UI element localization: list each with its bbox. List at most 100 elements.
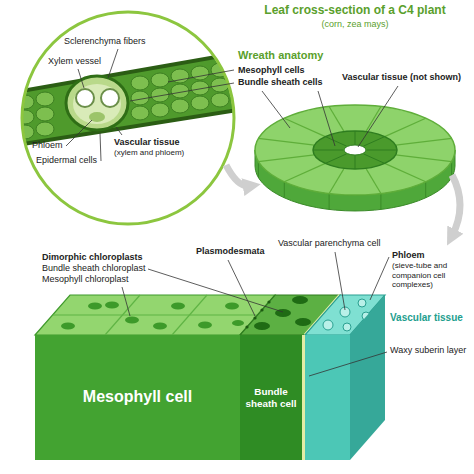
section-heading: Wreath anatomy bbox=[238, 49, 323, 62]
part-label: Sclerenchyma fibers bbox=[64, 36, 146, 47]
mesophyll-cells bbox=[36, 122, 54, 136]
leader-line bbox=[309, 352, 387, 376]
phloem-tube bbox=[358, 299, 366, 307]
photo-outline bbox=[22, 12, 234, 224]
plasmodesmata-pore bbox=[260, 308, 263, 311]
disk-cell-walls bbox=[385, 163, 426, 181]
leader-line bbox=[318, 91, 335, 146]
leader-line bbox=[66, 120, 92, 146]
vascular-bundle bbox=[73, 84, 121, 124]
mesophyll-chloroplast bbox=[61, 302, 244, 330]
mesophyll-chloroplast bbox=[153, 323, 167, 330]
part-note: (xylem and phloem) bbox=[114, 148, 184, 158]
part-heading: Dimorphic chloroplasts bbox=[42, 252, 143, 263]
part-label: Mesophyll cells bbox=[238, 65, 305, 76]
part-label: Plasmodesmata bbox=[196, 246, 265, 257]
mesophyll-cells bbox=[211, 93, 229, 107]
sheath-cell-walls bbox=[364, 137, 385, 147]
disk-cell-walls bbox=[396, 138, 452, 145]
sheath-cell-walls bbox=[325, 137, 346, 147]
flow-arrow bbox=[226, 165, 250, 186]
disk-side-lines bbox=[380, 194, 381, 210]
bundle-sheath-chloroplast bbox=[254, 296, 311, 330]
mesophyll-chloroplast bbox=[125, 317, 139, 324]
cell-label: Mesophyll cell bbox=[79, 388, 196, 406]
part-label: Xylem vessel bbox=[48, 56, 101, 67]
mesophyll-cells bbox=[191, 66, 209, 80]
mesophyll-cell-walls bbox=[53, 295, 258, 335]
mesophyll-chloroplast bbox=[88, 303, 102, 310]
leader-line bbox=[66, 49, 398, 376]
mesophyll-cells bbox=[36, 107, 54, 121]
leader-line bbox=[116, 127, 122, 135]
leader-line bbox=[168, 70, 234, 82]
bundle-sheath-chloroplast bbox=[254, 322, 270, 330]
flow-arrow bbox=[452, 175, 460, 236]
phloem-tube bbox=[343, 323, 351, 331]
mesophyll-cells bbox=[151, 103, 169, 117]
sheath-cell-walls bbox=[313, 131, 397, 169]
vascular-side bbox=[350, 295, 385, 460]
leader-line bbox=[108, 49, 118, 78]
part-label: Epidermal cells bbox=[36, 155, 97, 166]
leaf-photo bbox=[10, 12, 250, 224]
vascular-bundle bbox=[76, 89, 94, 107]
wreath-disk bbox=[313, 131, 397, 169]
part-label: Waxy suberin layer bbox=[390, 345, 470, 356]
mesophyll-cells bbox=[171, 99, 189, 113]
vascular-front bbox=[305, 335, 350, 460]
disk-side-lines bbox=[425, 182, 426, 198]
mesophyll-cells bbox=[131, 76, 149, 90]
leader-line bbox=[100, 133, 101, 161]
disk-side-lines bbox=[329, 194, 330, 210]
sheath-cell-walls bbox=[355, 131, 356, 145]
sheath-cell-walls bbox=[325, 154, 346, 164]
leader-line bbox=[370, 257, 389, 300]
disk-cell-walls bbox=[284, 163, 325, 181]
mesophyll-chloroplast bbox=[198, 322, 212, 329]
plasmodesmata-pore bbox=[267, 300, 270, 303]
part-label: Bundle sheath cells bbox=[238, 77, 323, 88]
plasmodesmata-pore bbox=[253, 316, 256, 319]
mesophyll-chloroplast bbox=[225, 303, 239, 310]
mesophyll-cells bbox=[191, 96, 209, 110]
disk-cell-walls bbox=[366, 168, 381, 193]
flow-arrow bbox=[226, 165, 460, 236]
part-label: Phloem bbox=[392, 250, 425, 261]
vascular-bundle bbox=[66, 76, 128, 130]
disk-cell-walls bbox=[258, 107, 451, 194]
bundle-sheath-chloroplast bbox=[295, 318, 311, 326]
cell-block bbox=[35, 295, 275, 335]
vascular-bundle bbox=[66, 76, 128, 130]
part-label: Phloem bbox=[32, 140, 63, 151]
cell-face: Mesophyll cell bbox=[35, 335, 240, 460]
disk-cell-walls bbox=[396, 155, 452, 162]
mesophyll-cells bbox=[36, 92, 54, 106]
plasmodesmata-pore bbox=[245, 325, 248, 328]
disk-cell-walls bbox=[385, 118, 426, 136]
disk-cell-walls bbox=[284, 118, 325, 136]
part-note: (sieve-tube and companion cell complexes… bbox=[392, 261, 468, 290]
mesophyll-cells bbox=[131, 106, 149, 120]
part-label: Vascular parenchyma cell bbox=[278, 238, 380, 249]
mesophyll-cells bbox=[16, 110, 34, 124]
disk-cell-walls bbox=[258, 155, 314, 162]
part-label: Vascular tissue (not shown) bbox=[342, 72, 461, 83]
leaf-band bbox=[10, 51, 250, 146]
title-text: Leaf cross-section of a C4 plant bbox=[240, 3, 470, 17]
leader-line bbox=[148, 269, 283, 312]
disk-cell-walls bbox=[258, 138, 314, 145]
mesophyll-chloroplast bbox=[171, 303, 185, 310]
cell-block bbox=[35, 295, 385, 460]
part-label: Vascular tissue bbox=[390, 312, 463, 324]
leader-line bbox=[335, 252, 345, 310]
part-label: Bundle sheath chloroplast bbox=[42, 263, 146, 274]
mesophyll-chloroplast bbox=[105, 302, 119, 309]
cell-label: Bundle sheath cell bbox=[240, 386, 302, 409]
mesophyll-cell-walls bbox=[53, 314, 258, 315]
cell-face: Bundle sheath cell bbox=[240, 335, 305, 460]
leader-line bbox=[262, 91, 290, 128]
leaf-band bbox=[10, 51, 250, 146]
part-label: Vascular tissue bbox=[114, 137, 180, 148]
